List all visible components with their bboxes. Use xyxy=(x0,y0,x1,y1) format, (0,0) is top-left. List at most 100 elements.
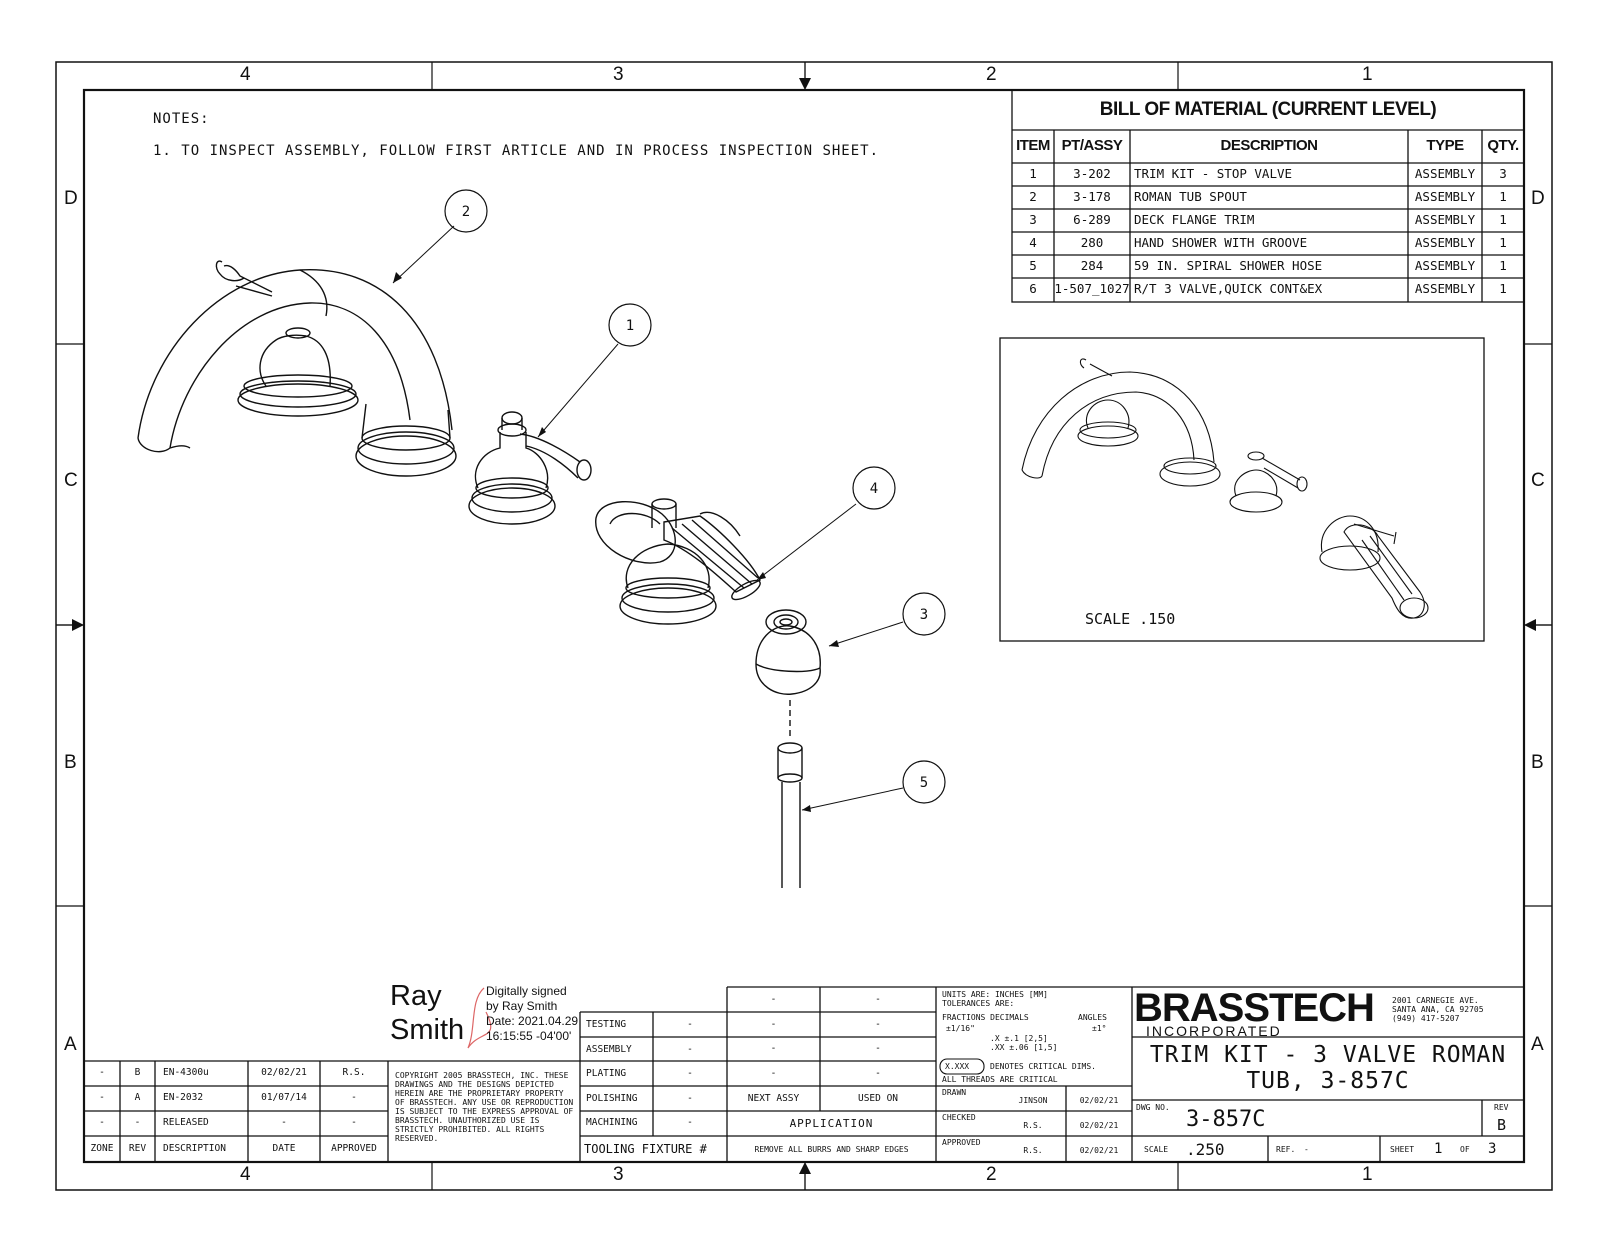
revision-cell: - xyxy=(99,1067,105,1078)
zone-top-2: 2 xyxy=(986,64,997,85)
sheet-label: SHEET xyxy=(1390,1145,1415,1154)
dwg-no: 3-857C xyxy=(1186,1107,1266,1132)
exploded-assembly-drawing xyxy=(137,189,1429,1049)
copyright-notice: COPYRIGHT 2005 BRASSTECH, INC. THESE DRA… xyxy=(395,1071,574,1143)
signature-detail-1: Digitally signed xyxy=(486,984,567,998)
bom-cell: ASSEMBLY xyxy=(1414,235,1476,250)
bom-cell: 1 xyxy=(1499,258,1507,273)
bom-header-item: ITEM xyxy=(1016,137,1050,154)
revision-cell: A xyxy=(134,1092,141,1103)
signature-flourish xyxy=(467,987,492,1049)
revision-header: APPROVED xyxy=(331,1143,377,1154)
scale-label: SCALE xyxy=(1144,1145,1169,1154)
bom-cell: 1 xyxy=(1499,189,1507,204)
zone-top-3: 3 xyxy=(613,64,624,85)
critical-dim-text: DENOTES CRITICAL DIMS. xyxy=(990,1062,1096,1071)
zone-bottom-4: 4 xyxy=(240,1164,251,1185)
tol-fractions: FRACTIONS DECIMALS xyxy=(942,1013,1029,1022)
process-label: POLISHING xyxy=(586,1092,638,1104)
drawing-title-line1: TRIM KIT - 3 VALVE ROMAN xyxy=(1149,1042,1507,1068)
signoff-name: R.S. xyxy=(1023,1121,1043,1130)
tooling-fixture-label: TOOLING FIXTURE # xyxy=(584,1142,707,1156)
zone-right-b: B xyxy=(1531,752,1544,773)
zone-top-1: 1 xyxy=(1362,64,1373,85)
signature-name-line2: Smith xyxy=(390,1014,465,1046)
revision-cell: B xyxy=(134,1067,141,1078)
application-cell: - xyxy=(770,1043,777,1055)
bom-cell: 3-202 xyxy=(1073,166,1111,181)
application-cell: - xyxy=(875,1043,881,1055)
bom-cell: TRIM KIT - STOP VALVE xyxy=(1134,166,1293,181)
revision-cell: - xyxy=(281,1117,287,1128)
drawing-title-line2: TUB, 3-857C xyxy=(1246,1068,1410,1094)
signoff-label: APPROVED xyxy=(942,1138,981,1147)
tol-fraction-value: ±1/16" xyxy=(946,1024,975,1033)
revision-cell: R.S. xyxy=(342,1067,366,1078)
rev-value: B xyxy=(1497,1116,1507,1134)
company-incorporated: INCORPORATED xyxy=(1146,1023,1282,1039)
bom-cell: 5 xyxy=(1029,258,1037,273)
revision-cell: - xyxy=(351,1092,357,1103)
zone-right-c: C xyxy=(1531,470,1545,491)
process-label: ASSEMBLY xyxy=(586,1043,632,1055)
revision-header: DATE xyxy=(272,1143,296,1154)
application-cell: - xyxy=(770,994,777,1005)
balloon-3: 3 xyxy=(920,607,928,623)
zone-top-4: 4 xyxy=(240,64,251,85)
bom-cell: 1 xyxy=(1029,166,1037,181)
ref-value: - xyxy=(1304,1145,1309,1154)
bom-cell: DECK FLANGE TRIM xyxy=(1134,212,1255,227)
zone-right-d: D xyxy=(1531,188,1545,209)
of-value: 3 xyxy=(1488,1141,1497,1157)
roman-tub-spout xyxy=(137,260,457,477)
critical-dim-symbol: X.XXX xyxy=(945,1062,970,1071)
application-cell: - xyxy=(875,994,881,1005)
revision-header: DESCRIPTION xyxy=(163,1143,226,1154)
bom-cell: ASSEMBLY xyxy=(1414,166,1476,181)
signature-detail-3: Date: 2021.04.29 xyxy=(486,1014,579,1028)
application-cell: - xyxy=(770,1018,777,1030)
remove-burrs-note: REMOVE ALL BURRS AND SHARP EDGES xyxy=(754,1145,909,1154)
bom-cell: 1 xyxy=(1499,281,1507,296)
bom-cell: 6-289 xyxy=(1073,212,1111,227)
company-address-1: 2001 CARNEGIE AVE. xyxy=(1392,996,1479,1005)
tol-decimal-2: .XX ±.06 [1,5] xyxy=(990,1043,1058,1052)
balloon-2: 2 xyxy=(462,204,470,220)
sheet-value: 1 xyxy=(1434,1141,1443,1157)
bom-cell: 3 xyxy=(1029,212,1037,227)
zone-right-a: A xyxy=(1531,1034,1544,1055)
revision-cell: - xyxy=(351,1117,357,1128)
revision-cell: - xyxy=(99,1117,105,1128)
deck-flange-trim xyxy=(755,609,821,740)
bom-cell: 3-178 xyxy=(1073,189,1111,204)
bom-header-pt: PT/ASSY xyxy=(1061,137,1123,154)
signoff-name: JINSON xyxy=(1018,1096,1048,1105)
bom-cell: ASSEMBLY xyxy=(1414,281,1476,296)
balloon-5: 5 xyxy=(920,775,928,791)
bom-cell: ROMAN TUB SPOUT xyxy=(1134,189,1247,204)
signoff-label: DRAWN xyxy=(942,1088,967,1097)
revision-cell: 02/02/21 xyxy=(261,1067,307,1078)
bom-cell: ASSEMBLY xyxy=(1414,258,1476,273)
process-label: MACHINING xyxy=(586,1117,638,1129)
inset-assembly-drawing xyxy=(1021,358,1429,619)
signature-detail-4: 16:15:55 -04'00' xyxy=(486,1029,572,1043)
bom-cell: 2 xyxy=(1029,189,1037,204)
signoff-name: R.S. xyxy=(1023,1146,1043,1155)
outer-border xyxy=(55,61,1553,1191)
ref-label: REF. xyxy=(1276,1145,1296,1154)
balloon-4: 4 xyxy=(870,481,878,497)
inset-view-frame xyxy=(999,337,1485,642)
revision-header: ZONE xyxy=(90,1143,114,1154)
bom-cell: 280 xyxy=(1080,235,1104,250)
application-cell: - xyxy=(770,1067,777,1079)
inner-border xyxy=(82,88,1526,1164)
revision-cell: - xyxy=(134,1117,141,1128)
company-address-2: SANTA ANA, CA 92705 xyxy=(1392,1005,1484,1014)
revision-cell: RELEASED xyxy=(163,1117,209,1128)
revision-cell: - xyxy=(99,1092,105,1103)
bom-cell: 6 xyxy=(1029,281,1037,296)
used-on-label: USED ON xyxy=(857,1093,899,1104)
bom-header-description: DESCRIPTION xyxy=(1220,137,1318,154)
revision-cell: 01/07/14 xyxy=(261,1092,307,1103)
